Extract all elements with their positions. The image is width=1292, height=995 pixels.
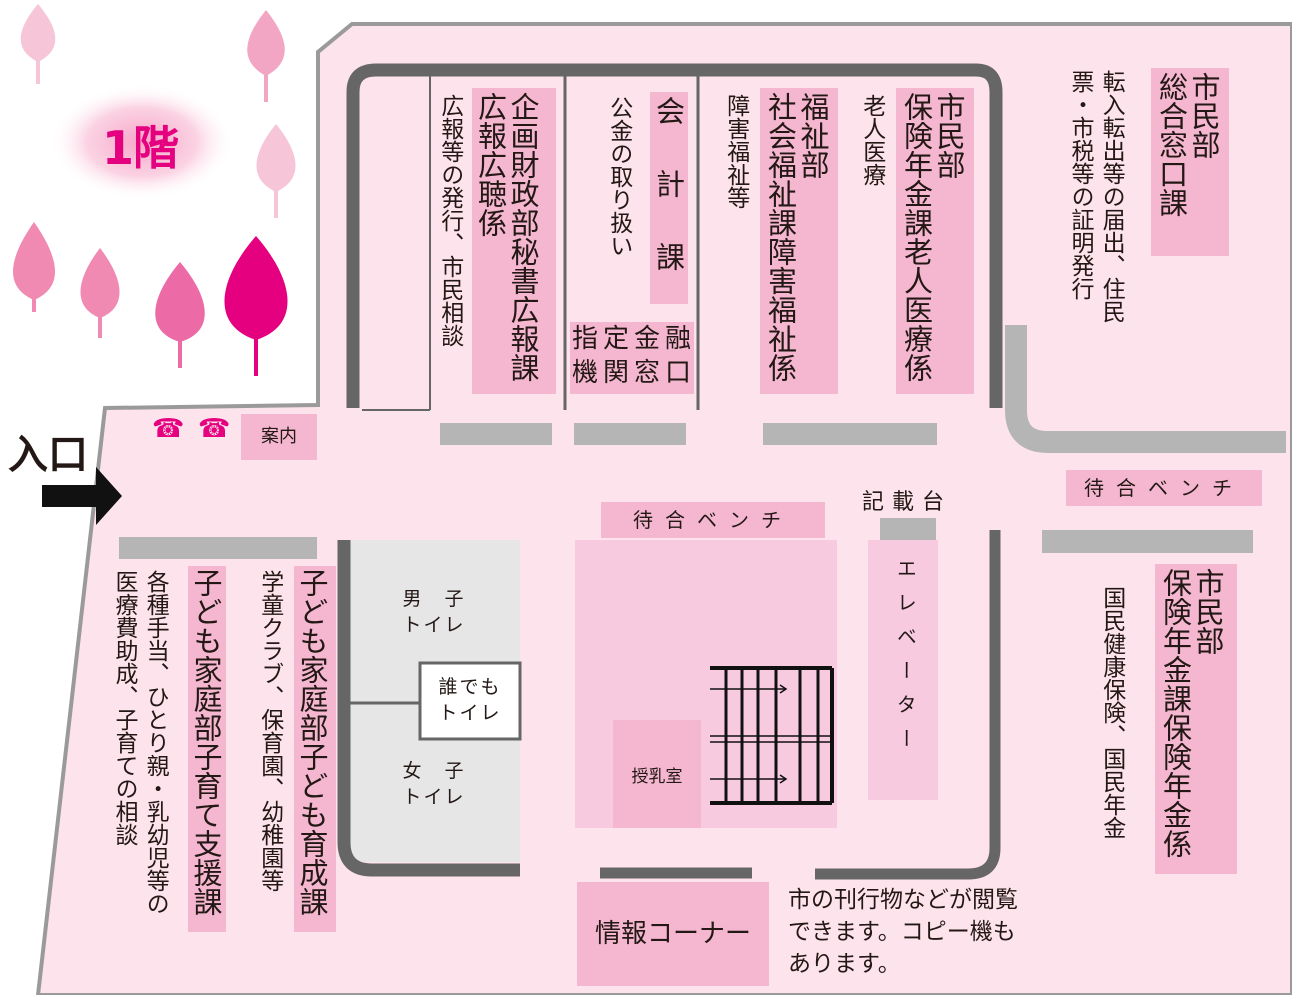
dept-kaikei-desc: 公金の取り扱い xyxy=(605,96,632,257)
dept-kaikei: 会計課 xyxy=(651,96,686,315)
dept-fukushi: 福祉部社会福祉課障害福祉係 xyxy=(763,92,830,382)
bank-window: 指定金融機関窓口 xyxy=(572,324,697,388)
tree-icon-group xyxy=(13,4,296,376)
info-corner: 情報コーナー xyxy=(577,882,769,986)
toilet-multipurpose: 誰でもトイレ xyxy=(438,676,502,724)
toilet-wall xyxy=(337,540,520,877)
label-bg xyxy=(896,88,974,394)
dept-kodomo-ikusei-desc: 学童クラブ、保育園、幼稚園等 xyxy=(256,570,283,892)
label-bg xyxy=(1151,68,1229,256)
dept-kosodate: 子ども家庭部子育て支援課 xyxy=(189,568,223,916)
multi-toilet-room xyxy=(418,661,522,741)
label-bg xyxy=(1155,564,1237,874)
label-bg xyxy=(570,322,694,394)
elevator-area xyxy=(868,540,938,800)
tree-icon xyxy=(80,248,120,338)
bench-center: 待合ベンチ xyxy=(601,502,825,538)
tree-icon xyxy=(256,124,296,218)
floor-label-glow xyxy=(50,84,234,200)
counter-right xyxy=(1005,325,1286,453)
dept-hoken-rojin: 市民部保険年金課老人医療係 xyxy=(899,92,966,382)
dept-fukushi-desc: 障害福祉等 xyxy=(722,94,749,209)
bench-bar xyxy=(1042,530,1253,553)
label-bg xyxy=(188,566,226,932)
dept-kodomo-ikusei: 子ども家庭部子ども育成課 xyxy=(295,568,329,916)
info-desk: 案内 xyxy=(241,414,317,460)
dept-kikaku-desc: 広報等の発行、市民相談 xyxy=(436,94,463,347)
tree-icon xyxy=(247,10,285,102)
bench-bar xyxy=(440,423,552,445)
entrance-arrow-icon xyxy=(42,467,122,525)
dept-kikaku: 企画財政部秘書広報課広報広聴係 xyxy=(473,92,540,382)
tree-icon xyxy=(224,236,288,376)
dept-hoken-nenkin-desc: 国民健康保険、国民年金 xyxy=(1098,586,1125,839)
tree-icon xyxy=(13,222,55,312)
toilet-men: 男 子トイレ xyxy=(402,588,466,636)
label-bg xyxy=(650,92,688,304)
bench-bar xyxy=(763,423,937,445)
bench-right: 待合ベンチ xyxy=(1066,470,1262,506)
floor-label: 1階 xyxy=(102,121,179,175)
info-corner-desc: 市の刊行物などが閲覧できます。コピー機もあります。 xyxy=(788,887,1018,977)
label-bg xyxy=(760,88,838,394)
dept-shimin-sogo: 市民部総合窓口課 xyxy=(1154,72,1221,217)
bench-bar xyxy=(574,423,686,445)
tree-icon xyxy=(20,4,56,84)
stairs xyxy=(710,666,834,805)
toilet-women: 女 子トイレ xyxy=(402,760,466,808)
nursing-room: 授乳室 xyxy=(631,767,683,787)
label-bg xyxy=(294,566,336,932)
bench-bar xyxy=(119,537,317,559)
label-bg xyxy=(472,88,556,394)
phone-icon: ☎ xyxy=(152,414,185,444)
tree-icon xyxy=(155,262,205,368)
elevator: エレベーター xyxy=(893,558,918,762)
counter-wall-top xyxy=(346,63,1003,408)
wall-bottom-right xyxy=(815,530,1001,880)
phone-icon: ☎ xyxy=(198,414,231,444)
dept-hoken-nenkin: 市民部保険年金課保険年金係 xyxy=(1158,568,1225,858)
writing-desk-bar xyxy=(880,518,936,540)
dept-kosodate-desc: 各種手当、ひとり親・乳幼児等の医療費助成、子育ての相談 xyxy=(111,570,169,915)
writing-desk: 記載台 xyxy=(862,490,953,515)
dept-shimin-sogo-desc: 転入転出等の届出、住民票・市税等の証明発行 xyxy=(1067,70,1125,323)
nursing-room-area xyxy=(613,720,701,828)
dept-hoken-rojin-desc: 老人医療 xyxy=(858,94,885,186)
entrance-label: 入口 xyxy=(8,432,88,478)
